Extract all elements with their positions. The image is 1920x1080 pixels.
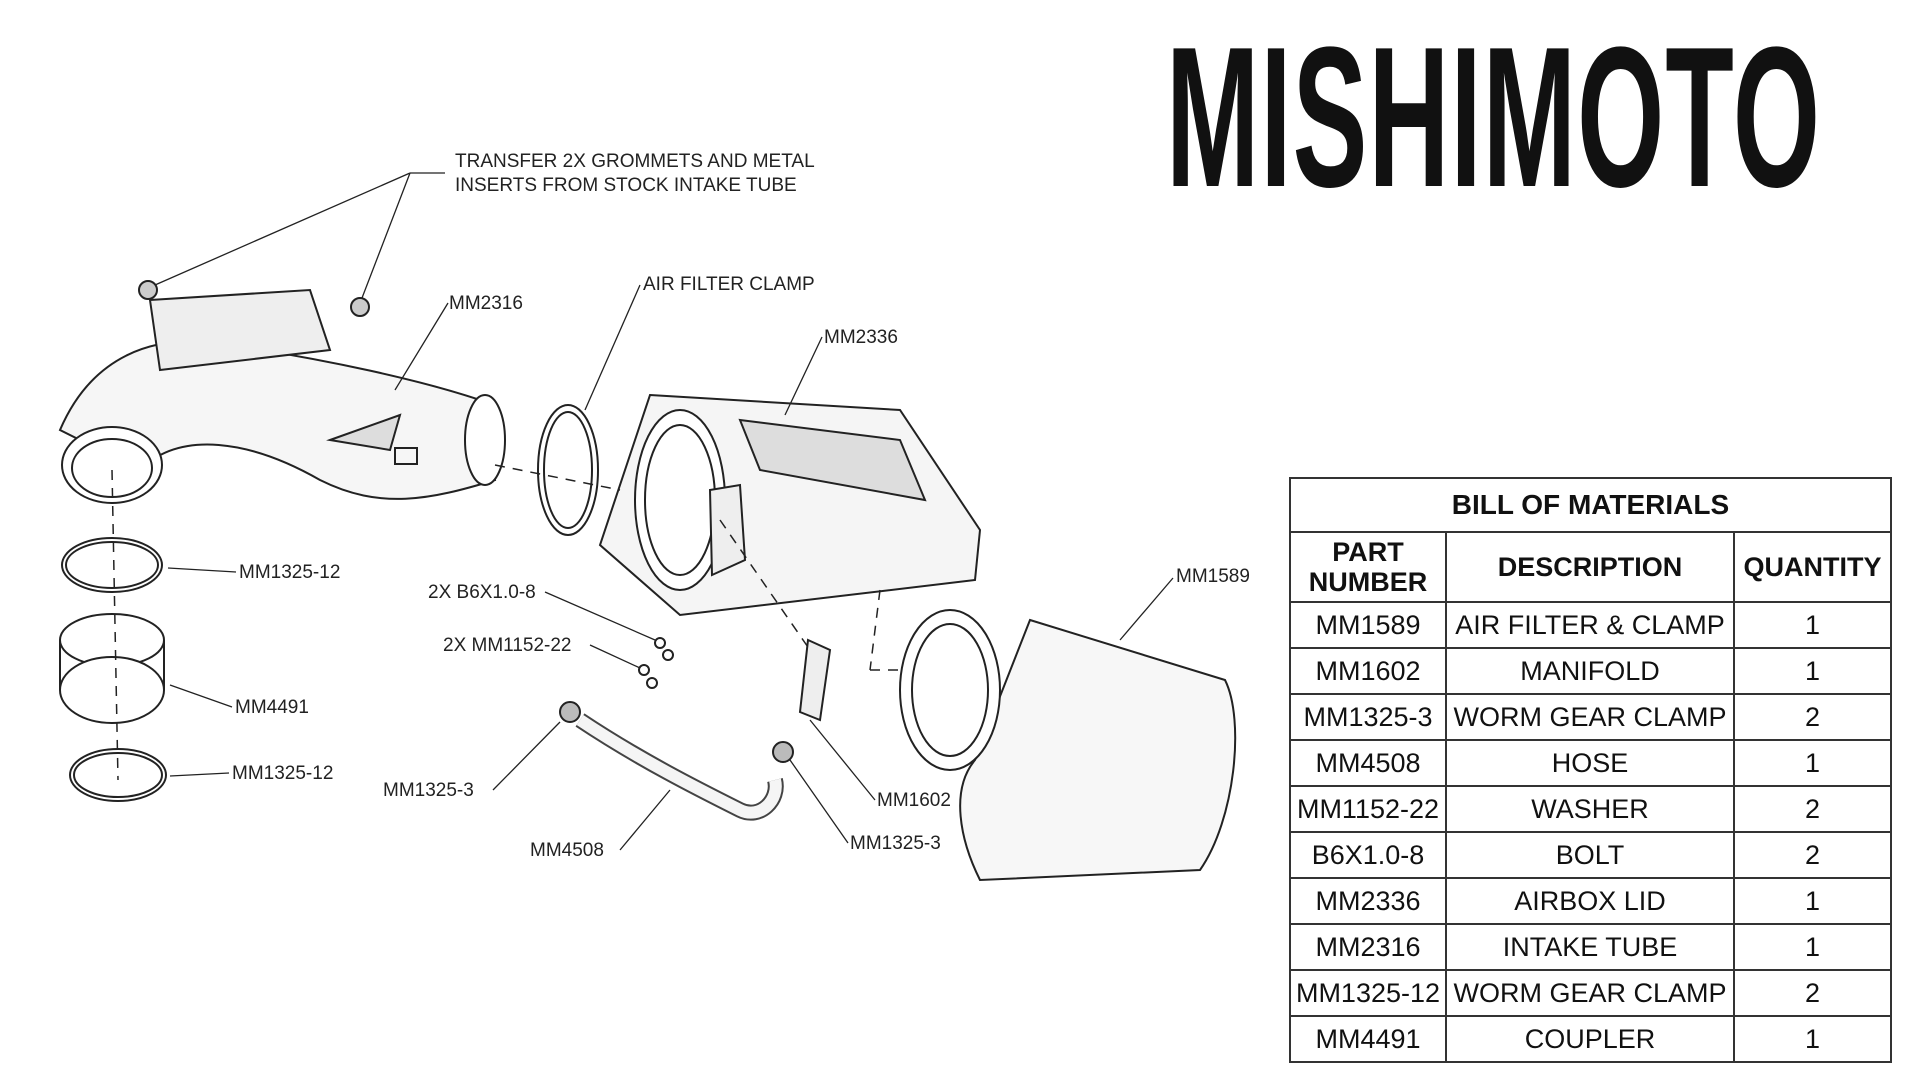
callout-mm2336: MM2336	[824, 327, 898, 348]
callout-mm1325-3-right: MM1325-3	[850, 833, 941, 854]
air-filter-clamp-part	[537, 404, 599, 536]
cell-quantity: 1	[1733, 877, 1892, 925]
manifold-part	[798, 638, 832, 722]
callout-mm1325-12-top: MM1325-12	[239, 562, 341, 583]
worm-gear-clamp-part	[69, 748, 167, 802]
cell-part: MM4508	[1289, 739, 1447, 787]
header-quantity: QUANTITY	[1733, 531, 1892, 603]
cell-description: BOLT	[1445, 831, 1735, 879]
cell-part: MM1325-12	[1289, 969, 1447, 1017]
cell-part: MM2336	[1289, 877, 1447, 925]
callout-washer: 2X MM1152-22	[443, 635, 572, 656]
mishimoto-logo: MISHIMOTO	[1166, 6, 1822, 229]
callout-mm2316: MM2316	[449, 293, 523, 314]
callout-mm4491: MM4491	[235, 697, 309, 718]
cell-description: HOSE	[1445, 739, 1735, 787]
cell-quantity: 2	[1733, 969, 1892, 1017]
callout-transfer-line1: TRANSFER 2X GROMMETS AND METAL	[455, 151, 815, 172]
cell-description: MANIFOLD	[1445, 647, 1735, 695]
airbox-lid-part	[598, 393, 982, 617]
callout-air-filter-clamp: AIR FILTER CLAMP	[643, 274, 815, 295]
cell-part: MM4491	[1289, 1015, 1447, 1063]
cell-description: INTAKE TUBE	[1445, 923, 1735, 971]
cell-part: MM1589	[1289, 601, 1447, 649]
header-part-line1: PART	[1332, 537, 1404, 567]
callout-bolt: 2X B6X1.0-8	[428, 582, 536, 603]
grommet-icon	[138, 280, 158, 300]
air-filter-part	[899, 609, 1237, 882]
callout-mm1325-3-left: MM1325-3	[383, 780, 474, 801]
bolt-icon	[654, 637, 666, 649]
callout-mm1589: MM1589	[1176, 566, 1250, 587]
cell-quantity: 1	[1733, 1015, 1892, 1063]
header-part-line2: NUMBER	[1308, 567, 1428, 597]
callout-mm4508: MM4508	[530, 840, 604, 861]
cell-description: WORM GEAR CLAMP	[1445, 693, 1735, 741]
intake-tube-part	[58, 288, 506, 504]
cell-part: MM1325-3	[1289, 693, 1447, 741]
cell-quantity: 1	[1733, 739, 1892, 787]
cell-quantity: 1	[1733, 647, 1892, 695]
coupler-part	[59, 613, 165, 724]
bom-title: BILL OF MATERIALS	[1289, 477, 1892, 533]
cell-description: AIR FILTER & CLAMP	[1445, 601, 1735, 649]
cell-quantity: 2	[1733, 785, 1892, 833]
cell-part: MM1152-22	[1289, 785, 1447, 833]
cell-part: B6X1.0-8	[1289, 831, 1447, 879]
cell-quantity: 2	[1733, 831, 1892, 879]
grommet-icon	[350, 297, 370, 317]
cell-description: AIRBOX LID	[1445, 877, 1735, 925]
header-description: DESCRIPTION	[1445, 531, 1735, 603]
hose-clamp-icon	[772, 741, 794, 763]
cell-quantity: 1	[1733, 923, 1892, 971]
washer-icon	[638, 664, 650, 676]
cell-description: WORM GEAR CLAMP	[1445, 969, 1735, 1017]
cell-quantity: 1	[1733, 601, 1892, 649]
cell-description: COUPLER	[1445, 1015, 1735, 1063]
cell-description: WASHER	[1445, 785, 1735, 833]
callout-mm1325-12-bottom: MM1325-12	[232, 763, 334, 784]
cell-quantity: 2	[1733, 693, 1892, 741]
hose-clamp-icon	[559, 701, 581, 723]
cell-part: MM1602	[1289, 647, 1447, 695]
cell-part: MM2316	[1289, 923, 1447, 971]
callout-mm1602: MM1602	[877, 790, 951, 811]
worm-gear-clamp-part	[61, 537, 163, 593]
callout-transfer-line2: INSERTS FROM STOCK INTAKE TUBE	[455, 175, 797, 196]
